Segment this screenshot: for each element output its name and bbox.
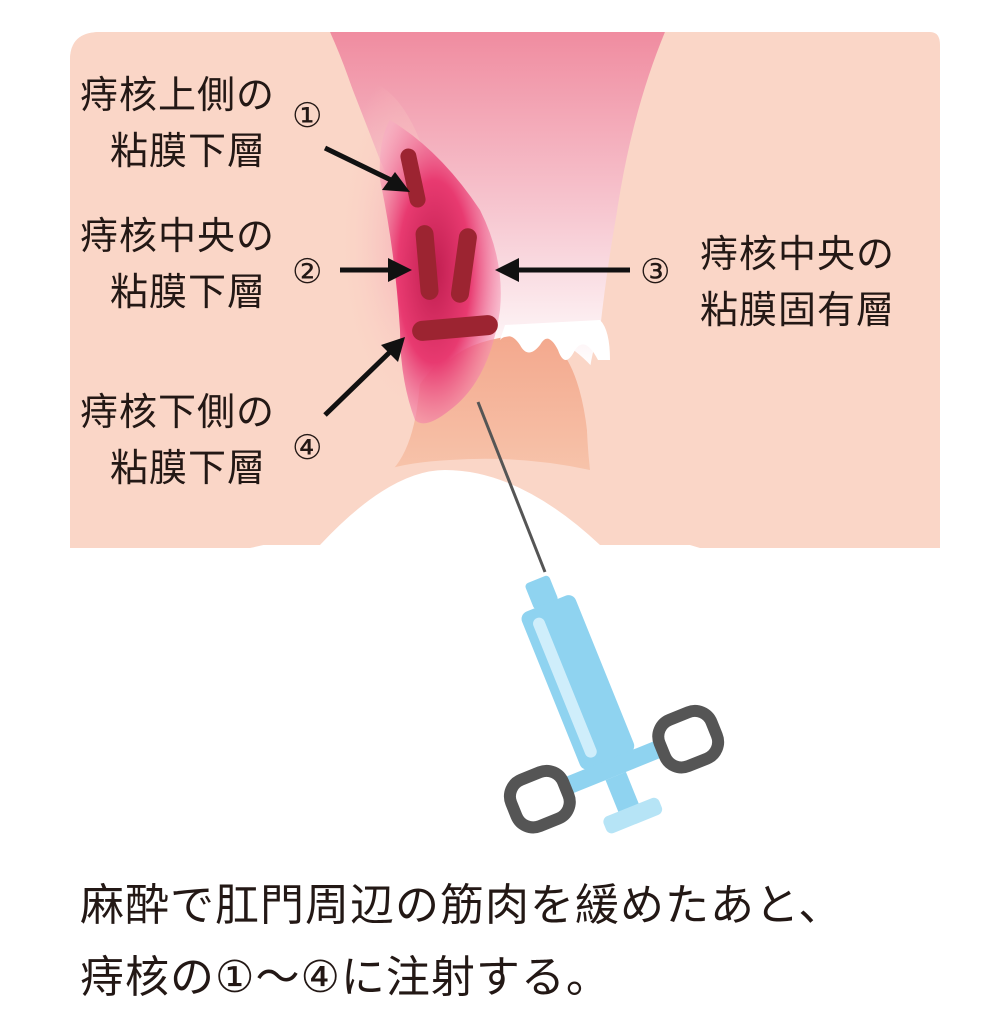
rectum (330, 32, 665, 370)
caption-line2: 痔核の①～④に注射する。 (80, 952, 611, 1003)
syringe-plunger-head (603, 797, 663, 834)
label-4-line2: 粘膜下層 (110, 446, 267, 490)
injection-mark-2a (415, 225, 439, 300)
syringe-plunger (605, 771, 640, 814)
label-1-number: ① (292, 96, 323, 136)
syringe-highlight (533, 617, 597, 758)
arrows (323, 145, 630, 417)
hemorrhoid-injection-diagram (70, 32, 940, 834)
caption: 麻酔で肛門周辺の筋肉を緩めたあと、 痔核の①～④に注射する。 (80, 870, 980, 1014)
syringe (503, 575, 725, 834)
label-1-line2: 粘膜下層 (110, 129, 267, 173)
label-3-line1: 痔核中央の (700, 232, 896, 276)
finger-ring-left (503, 764, 576, 834)
label-3: 痔核中央の 粘膜固有層 (700, 226, 895, 338)
finger-ring-right (652, 704, 725, 774)
right-buttock (586, 32, 940, 548)
label-4-line1: 痔核下側の (80, 390, 276, 434)
needle (476, 401, 547, 573)
dentate-fold (500, 320, 610, 360)
label-1: 痔核上側の 粘膜下層 (80, 67, 275, 179)
caption-line1: 麻酔で肛門周辺の筋肉を緩めたあと、 (80, 880, 844, 931)
label-4: 痔核下側の 粘膜下層 (80, 384, 275, 496)
label-2-line1: 痔核中央の (80, 214, 276, 258)
label-2: 痔核中央の 粘膜下層 (80, 208, 275, 320)
label-1-line1: 痔核上側の (80, 73, 276, 117)
label-3-line2: 粘膜固有層 (700, 288, 896, 332)
syringe-flange (559, 740, 665, 795)
label-2-line2: 粘膜下層 (110, 270, 267, 314)
label-3-number: ③ (640, 252, 671, 292)
syringe-tip (525, 575, 558, 610)
injection-mark-2b (450, 228, 477, 303)
injection-mark-1 (400, 148, 426, 208)
label-2-number: ② (292, 252, 323, 292)
injection-mark-4 (412, 315, 498, 341)
label-4-number: ④ (292, 428, 323, 468)
